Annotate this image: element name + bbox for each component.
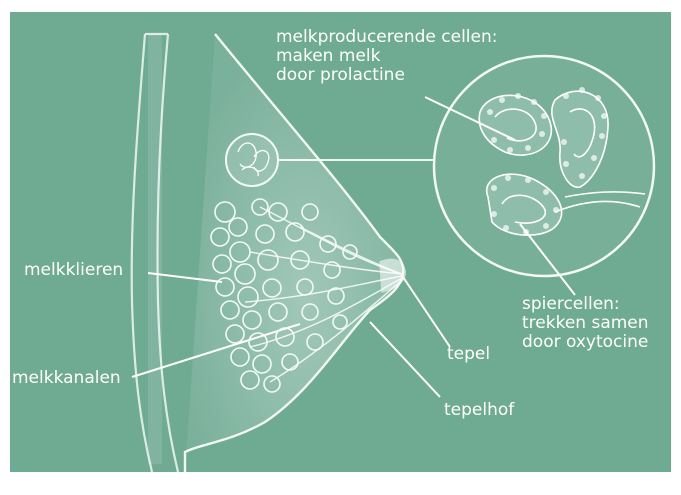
label-producing-cells-line2: maken melk <box>276 47 497 66</box>
detail-source-circle <box>226 134 278 186</box>
label-muscle-cells: spiercellen: trekken samen door oxytocin… <box>522 295 649 352</box>
magnified-circle <box>434 56 654 276</box>
label-producing-cells-line3: door prolactine <box>276 66 497 85</box>
label-ducts: melkkanalen <box>12 369 121 388</box>
label-nipple: tepel <box>447 345 490 364</box>
label-areola: tepelhof <box>444 401 514 420</box>
label-muscle-cells-line3: door oxytocine <box>522 333 649 352</box>
diagram-panel: melkproducerende cellen: maken melk door… <box>10 12 671 472</box>
leader-nipple <box>403 277 450 347</box>
nipple-shape <box>380 259 405 292</box>
label-muscle-cells-line1: spiercellen: <box>522 295 649 314</box>
label-glands: melkklieren <box>24 261 123 280</box>
label-producing-cells-line1: melkproducerende cellen: <box>276 28 497 47</box>
label-muscle-cells-line2: trekken samen <box>522 314 649 333</box>
chest-wall-fill <box>148 34 162 464</box>
leader-areola <box>370 322 440 397</box>
label-producing-cells: melkproducerende cellen: maken melk door… <box>276 28 497 85</box>
